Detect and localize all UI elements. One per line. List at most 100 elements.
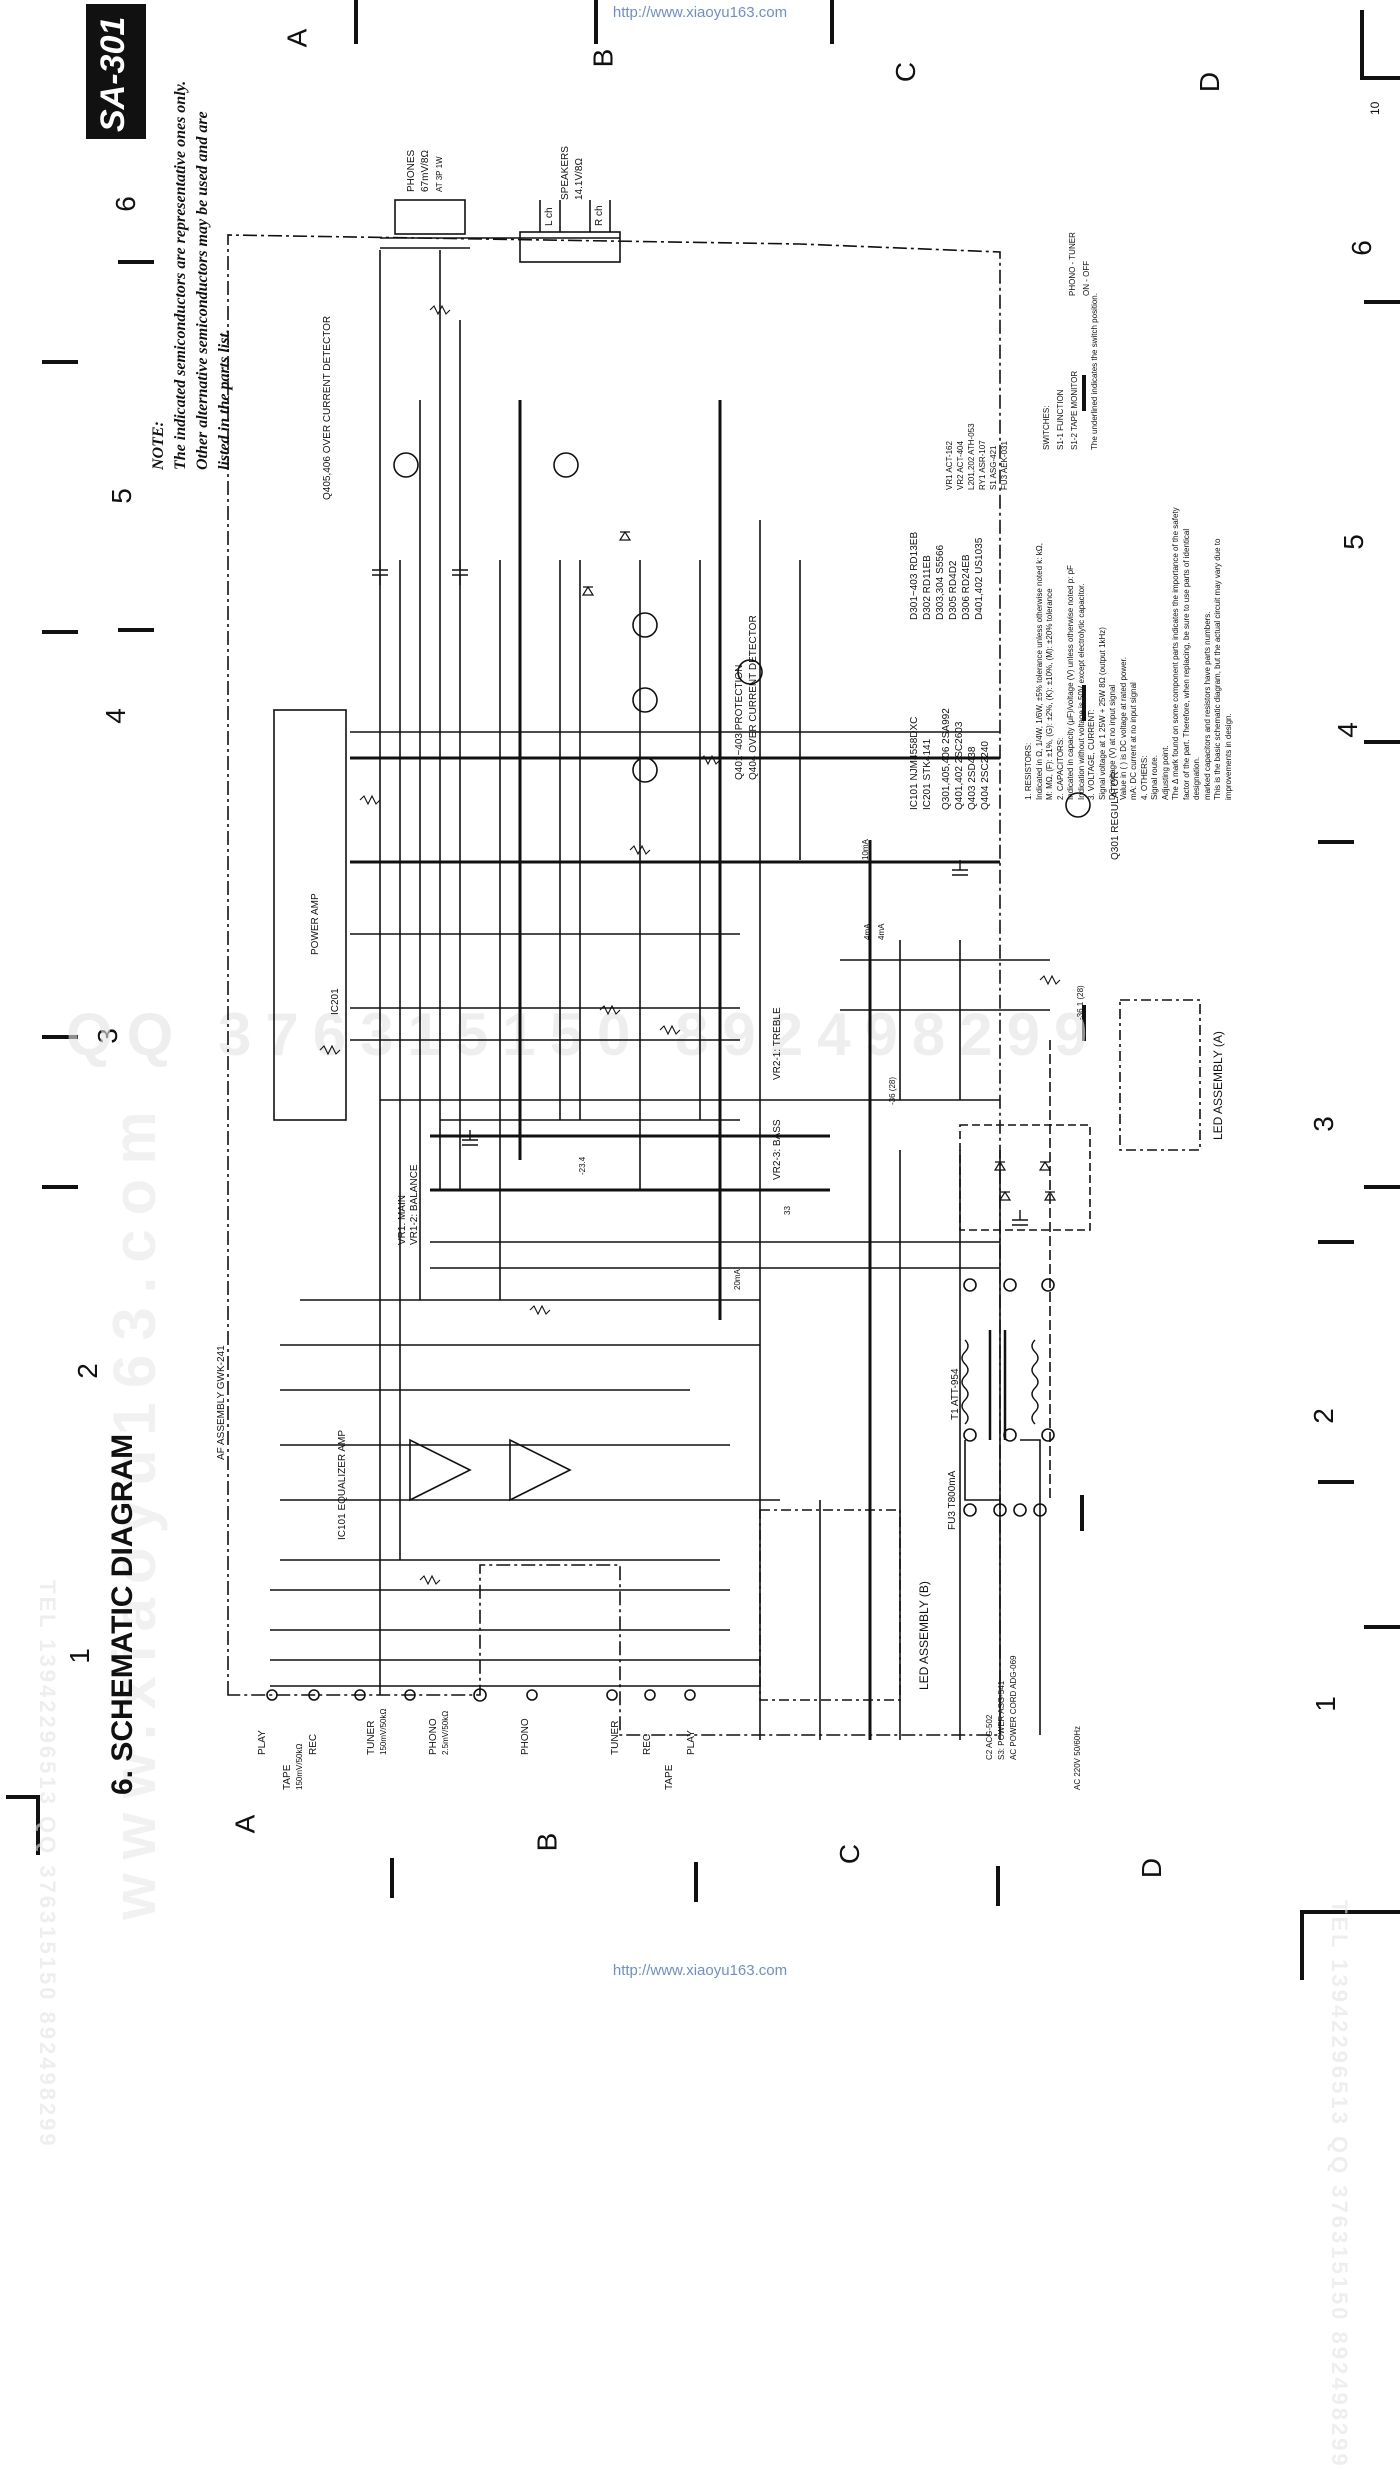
diodes (581, 530, 1057, 1201)
vr1-balance-label: VR1-2: BALANCE (409, 1164, 420, 1245)
watermark-qq: QQ 376315150 892498299 (66, 1001, 1102, 1068)
protection-label: Q401~403 PROTECTION (734, 665, 745, 780)
power-cord-label: AC POWER CORD ADG-069 (1009, 1655, 1018, 1760)
led-assembly-a-box (1119, 999, 1201, 1151)
switches-block: SWITCHES: S1-1 FUNCTION S1-2 TAPE MONITO… (1040, 293, 1102, 450)
grid-tick (694, 1862, 698, 1902)
connector-nodes (963, 1278, 1055, 1517)
corner-bracket-bottom-h (1300, 1910, 1400, 1914)
current-label: 10mA (861, 838, 870, 860)
power-switch-label: S3: POWER ASG-541 (997, 1680, 1006, 1760)
grid-tick (42, 360, 78, 364)
model-tab: SA-301 (86, 4, 146, 139)
grid-tick (594, 0, 598, 44)
note-item: DC voltage (V) at no input signal (1108, 684, 1117, 800)
overcurrent-top-label: Q405,406 OVER CURRENT DETECTOR (322, 316, 333, 500)
switch-s1-1-positions: PHONO - TUNER (1068, 232, 1077, 296)
vr1-main-label: VR1: MAIN (397, 1195, 408, 1245)
watermark-tel-right: TEL 13942296513 QQ 376315150 892498299 (1327, 1900, 1352, 2469)
switches-heading: SWITCHES: (1042, 405, 1051, 450)
input-rec-label: REC (308, 1734, 319, 1755)
phones-label: PHONES (406, 149, 417, 192)
input-phono-spec: 2.5mV/50kΩ (441, 1711, 450, 1755)
input-tuner-b-label: TUNER (610, 1721, 621, 1755)
voltage-label: 33 (783, 1206, 792, 1215)
note-item: marked capacitors and resistors have par… (1202, 611, 1212, 800)
switch-positions: PHONO - TUNER ON - OFF (1066, 232, 1094, 296)
phones-jack (394, 199, 466, 235)
grid-tick (1318, 840, 1354, 844)
input-tape-spec: 150mV/50kΩ (295, 1744, 304, 1790)
parts-item: VR1 ACT-162 (945, 441, 954, 490)
parts-item: VR2 ACT-404 (956, 441, 965, 490)
input-tuner-label: TUNER (366, 1721, 377, 1755)
rectifier-block (959, 1124, 1091, 1231)
semiconductor-item: Q404 2SC2240 (980, 741, 991, 810)
transistor-q406 (553, 452, 579, 478)
overcurrent-label: Q404 OVER CURRENT DETECTOR (748, 615, 759, 780)
corner-bracket-left-h (6, 1795, 40, 1799)
led-assembly-b-label: LED ASSEMBLY (B) (917, 1581, 931, 1690)
parts-item: FU3 AEK-031 (1000, 441, 1009, 490)
grid-tick (1364, 740, 1400, 744)
current-label: 4mA (863, 923, 872, 940)
semiconductor-item: D401,402 US1035 (974, 537, 985, 620)
schematic: AF ASSEMBLY GWK-241 IC101 EQUALIZER AMP … (216, 146, 1225, 1790)
footer-url[interactable]: http://www.xiaoyu163.com (612, 1962, 788, 1979)
grid-tick (42, 1185, 78, 1189)
note-item: This is the basic schematic diagram, but… (1213, 538, 1233, 800)
voltage-label: -36 (28) (888, 1077, 897, 1105)
semiconductor-item: Q403 2SD438 (967, 746, 978, 810)
voltage-label: -23.4 (578, 1156, 587, 1175)
note-item: 2. CAPACITORS: (1055, 737, 1065, 800)
semiconductor-item: D305 RD4D2 (948, 560, 959, 620)
transistor-q404 (737, 659, 763, 685)
vr2-bass-label: VR2-3: BASS (772, 1119, 783, 1180)
semiconductor-item: D301~403 RD13EB (909, 531, 920, 620)
grid-tick (1082, 375, 1086, 411)
note-item: mA: DC current at no input signal (1129, 682, 1138, 800)
grid-tick (118, 628, 154, 632)
ic201-label: IC201 (330, 988, 341, 1015)
transformer (961, 1330, 1039, 1440)
parts-item: S1 ASG-421 (989, 445, 998, 490)
switch-s1-2-positions: ON - OFF (1082, 260, 1091, 296)
corner-bracket-bottom (1300, 1910, 1304, 1980)
c2-label: C2 ACG-502 (985, 1714, 994, 1760)
input-jacks (266, 1688, 696, 1702)
input-tuner-spec: 150mV/50kΩ (379, 1709, 388, 1755)
grid-tick (1082, 1005, 1086, 1041)
led-assembly-a-label: LED ASSEMBLY (A) (1211, 1031, 1225, 1140)
notes-list: 1. RESISTORS: Indicated in Ω, 1/4W, 1/6W… (1024, 500, 1234, 800)
fuse-label: FU3 T800mA (947, 1470, 958, 1530)
parts-item: L201,202 ATH-053 (967, 423, 976, 490)
grid-tick (42, 1035, 78, 1039)
note-item: M: MΩ, (F): ±1%, (G): ±2%, (K): ±10%, (M… (1045, 588, 1054, 800)
header-url[interactable]: http://www.xiaoyu163.com (612, 4, 788, 21)
grid-tick (118, 260, 154, 264)
note-item: 1. RESISTORS: (1024, 742, 1033, 800)
corner-bracket-top (1360, 10, 1364, 80)
input-play-b-label: PLAY (686, 1730, 697, 1755)
semiconductor-item: Q401,402 2SC2603 (954, 721, 965, 810)
parts-list: VR1 ACT-162 VR2 ACT-404 L201,202 ATH-053… (944, 423, 1010, 490)
note-item: The Δ mark found on some component parts… (1171, 507, 1201, 800)
grid-tick (1364, 1625, 1400, 1629)
note-item: Indicated in Ω, 1/4W, 1/6W, ±5% toleranc… (1034, 543, 1044, 800)
note-item: Signal voltage at 1 25W + 25W 8Ω (output… (1097, 627, 1107, 800)
switch-footnote: The underlined indicates the switch posi… (1090, 293, 1099, 450)
capacitors (372, 560, 1028, 1226)
note-item: Indicated in capacity (μF)/voltage (V) u… (1066, 565, 1075, 800)
input-play-label: PLAY (257, 1730, 268, 1755)
lch-label: L ch (544, 207, 555, 226)
diode-list: D301~403 RD13EB D302 RD11EB D303,304 S55… (908, 532, 986, 620)
note-item: Indication without voltage is 50V except… (1076, 583, 1086, 800)
transistor-q403 (632, 612, 658, 638)
transistor-q401 (632, 757, 658, 783)
transistor-q402 (632, 687, 658, 713)
input-tape-label: TAPE (282, 1764, 293, 1790)
af-assembly-label: AF ASSEMBLY GWK-241 (216, 1345, 227, 1460)
ic101-right (509, 1438, 572, 1502)
semiconductor-item: IC101 NJM4558DXC (909, 716, 920, 810)
note-item: 3. VOLTAGE, CURRENT: (1087, 709, 1096, 800)
